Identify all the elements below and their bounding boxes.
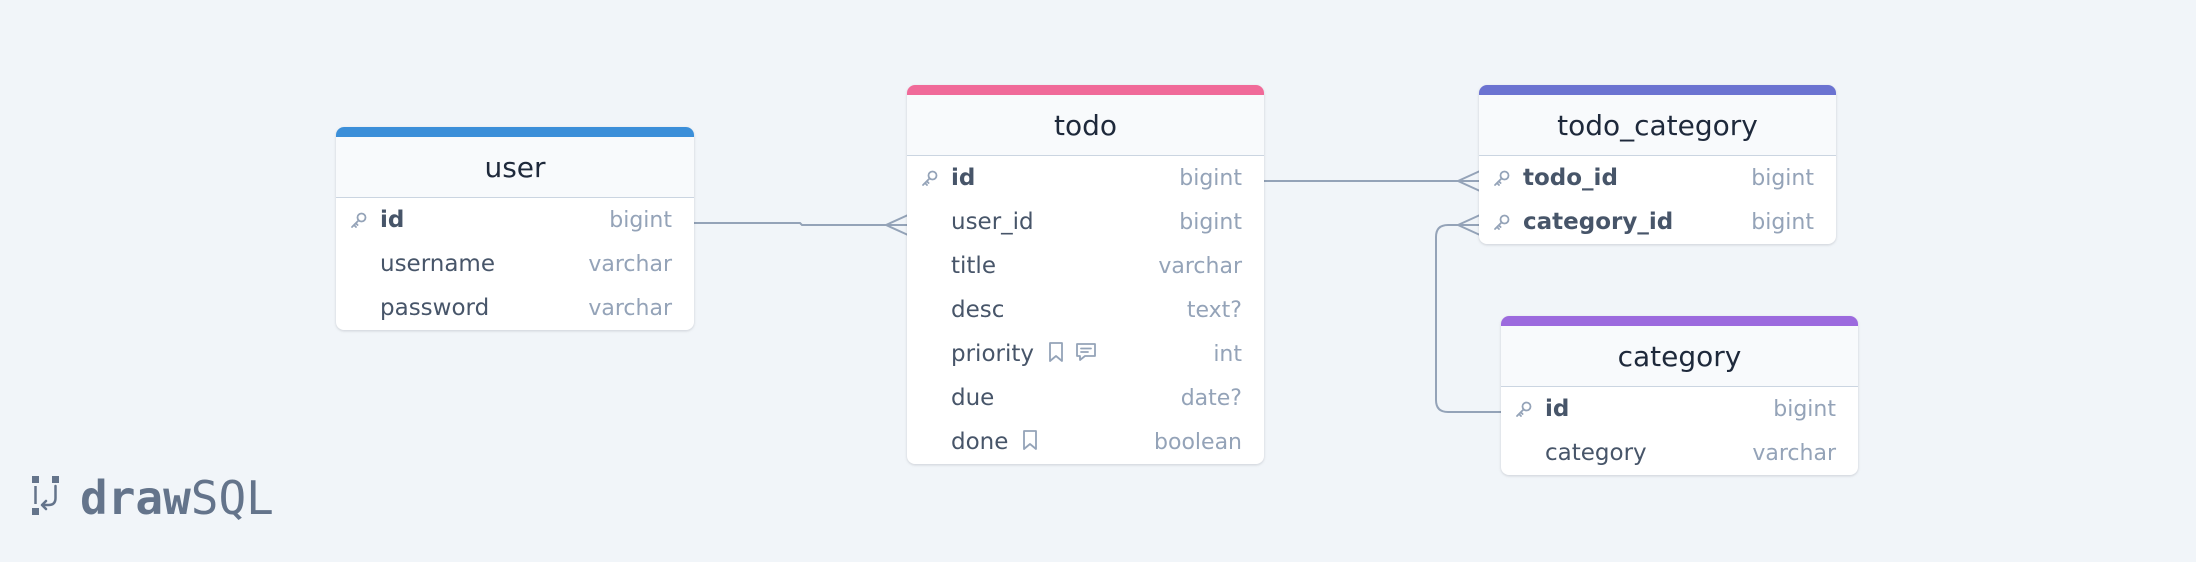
column-type: date? <box>1180 385 1242 411</box>
table-title[interactable]: todo_category <box>1479 95 1836 156</box>
bookmark-icon[interactable] <box>1020 429 1040 455</box>
column-type: text? <box>1186 297 1242 323</box>
column-row[interactable]: due date? <box>907 376 1264 420</box>
column-name: done <box>951 429 1009 455</box>
column-row[interactable]: id bigint <box>336 198 694 242</box>
column-row[interactable]: username varchar <box>336 242 694 286</box>
key-icon <box>1491 211 1513 233</box>
column-row[interactable]: password varchar <box>336 286 694 330</box>
table-color-bar <box>907 85 1264 95</box>
key-icon <box>919 167 941 189</box>
empty-key-slot <box>919 343 941 365</box>
column-type: bigint <box>609 207 672 233</box>
empty-key-slot <box>919 387 941 409</box>
column-type: varchar <box>588 251 672 277</box>
column-name: todo_id <box>1523 165 1618 191</box>
key-icon <box>1513 398 1535 420</box>
column-row[interactable]: done boolean <box>907 420 1264 464</box>
table-todo[interactable]: todo id bigint user_id bigint title varc… <box>907 85 1264 464</box>
key-icon <box>348 209 370 231</box>
table-color-bar <box>1479 85 1836 95</box>
logo-text-draw: draw <box>80 471 191 525</box>
column-type: bigint <box>1179 209 1242 235</box>
column-row[interactable]: user_id bigint <box>907 200 1264 244</box>
bookmark-icon[interactable] <box>1046 341 1066 367</box>
column-type: bigint <box>1751 209 1814 235</box>
column-name: id <box>951 165 976 191</box>
column-type: bigint <box>1751 165 1814 191</box>
column-row[interactable]: priority int <box>907 332 1264 376</box>
connector-category-todo_category <box>1435 224 1502 413</box>
key-icon <box>1491 167 1513 189</box>
connector-user-todo <box>694 222 908 226</box>
column-row[interactable]: category varchar <box>1501 431 1858 475</box>
empty-key-slot <box>348 253 370 275</box>
table-color-bar <box>1501 316 1858 326</box>
column-row[interactable]: id bigint <box>907 156 1264 200</box>
table-todo_category[interactable]: todo_category todo_id bigint category_id… <box>1479 85 1836 244</box>
table-title[interactable]: todo <box>907 95 1264 156</box>
column-type: varchar <box>1158 253 1242 279</box>
column-name: password <box>380 295 490 321</box>
table-user[interactable]: user id bigint username varchar password <box>336 127 694 330</box>
column-name: username <box>380 251 495 277</box>
column-name: due <box>951 385 995 411</box>
logo-text-sql: SQL <box>190 471 274 525</box>
column-type: int <box>1213 341 1242 367</box>
column-row[interactable]: category_id bigint <box>1479 200 1836 244</box>
column-name: id <box>380 207 405 233</box>
empty-key-slot <box>919 255 941 277</box>
column-name: desc <box>951 297 1005 323</box>
column-name: priority <box>951 341 1034 367</box>
column-type: bigint <box>1773 396 1836 422</box>
column-name: title <box>951 253 996 279</box>
table-category[interactable]: category id bigint category varchar <box>1501 316 1858 475</box>
column-name: category <box>1545 440 1647 466</box>
comment-icon[interactable] <box>1074 341 1098 367</box>
column-row[interactable]: title varchar <box>907 244 1264 288</box>
column-type: varchar <box>1752 440 1836 466</box>
crowfoot-todo_category-category_id <box>1457 214 1481 236</box>
column-row[interactable]: todo_id bigint <box>1479 156 1836 200</box>
column-type: bigint <box>1179 165 1242 191</box>
column-row[interactable]: id bigint <box>1501 387 1858 431</box>
empty-key-slot <box>348 297 370 319</box>
drawsql-logo-icon <box>30 474 70 522</box>
column-name: category_id <box>1523 209 1674 235</box>
empty-key-slot <box>1513 442 1535 464</box>
empty-key-slot <box>919 431 941 453</box>
drawsql-logo-text: drawSQL <box>80 475 274 521</box>
crowfoot-todo-user_id <box>885 214 909 236</box>
table-title[interactable]: user <box>336 137 694 198</box>
column-type: boolean <box>1154 429 1242 455</box>
column-type: varchar <box>588 295 672 321</box>
column-row[interactable]: desc text? <box>907 288 1264 332</box>
column-name: id <box>1545 396 1570 422</box>
table-title[interactable]: category <box>1501 326 1858 387</box>
empty-key-slot <box>919 211 941 233</box>
table-color-bar <box>336 127 694 137</box>
drawsql-logo: drawSQL <box>30 474 274 522</box>
column-name: user_id <box>951 209 1034 235</box>
crowfoot-todo_category-todo_id <box>1457 170 1481 192</box>
empty-key-slot <box>919 299 941 321</box>
